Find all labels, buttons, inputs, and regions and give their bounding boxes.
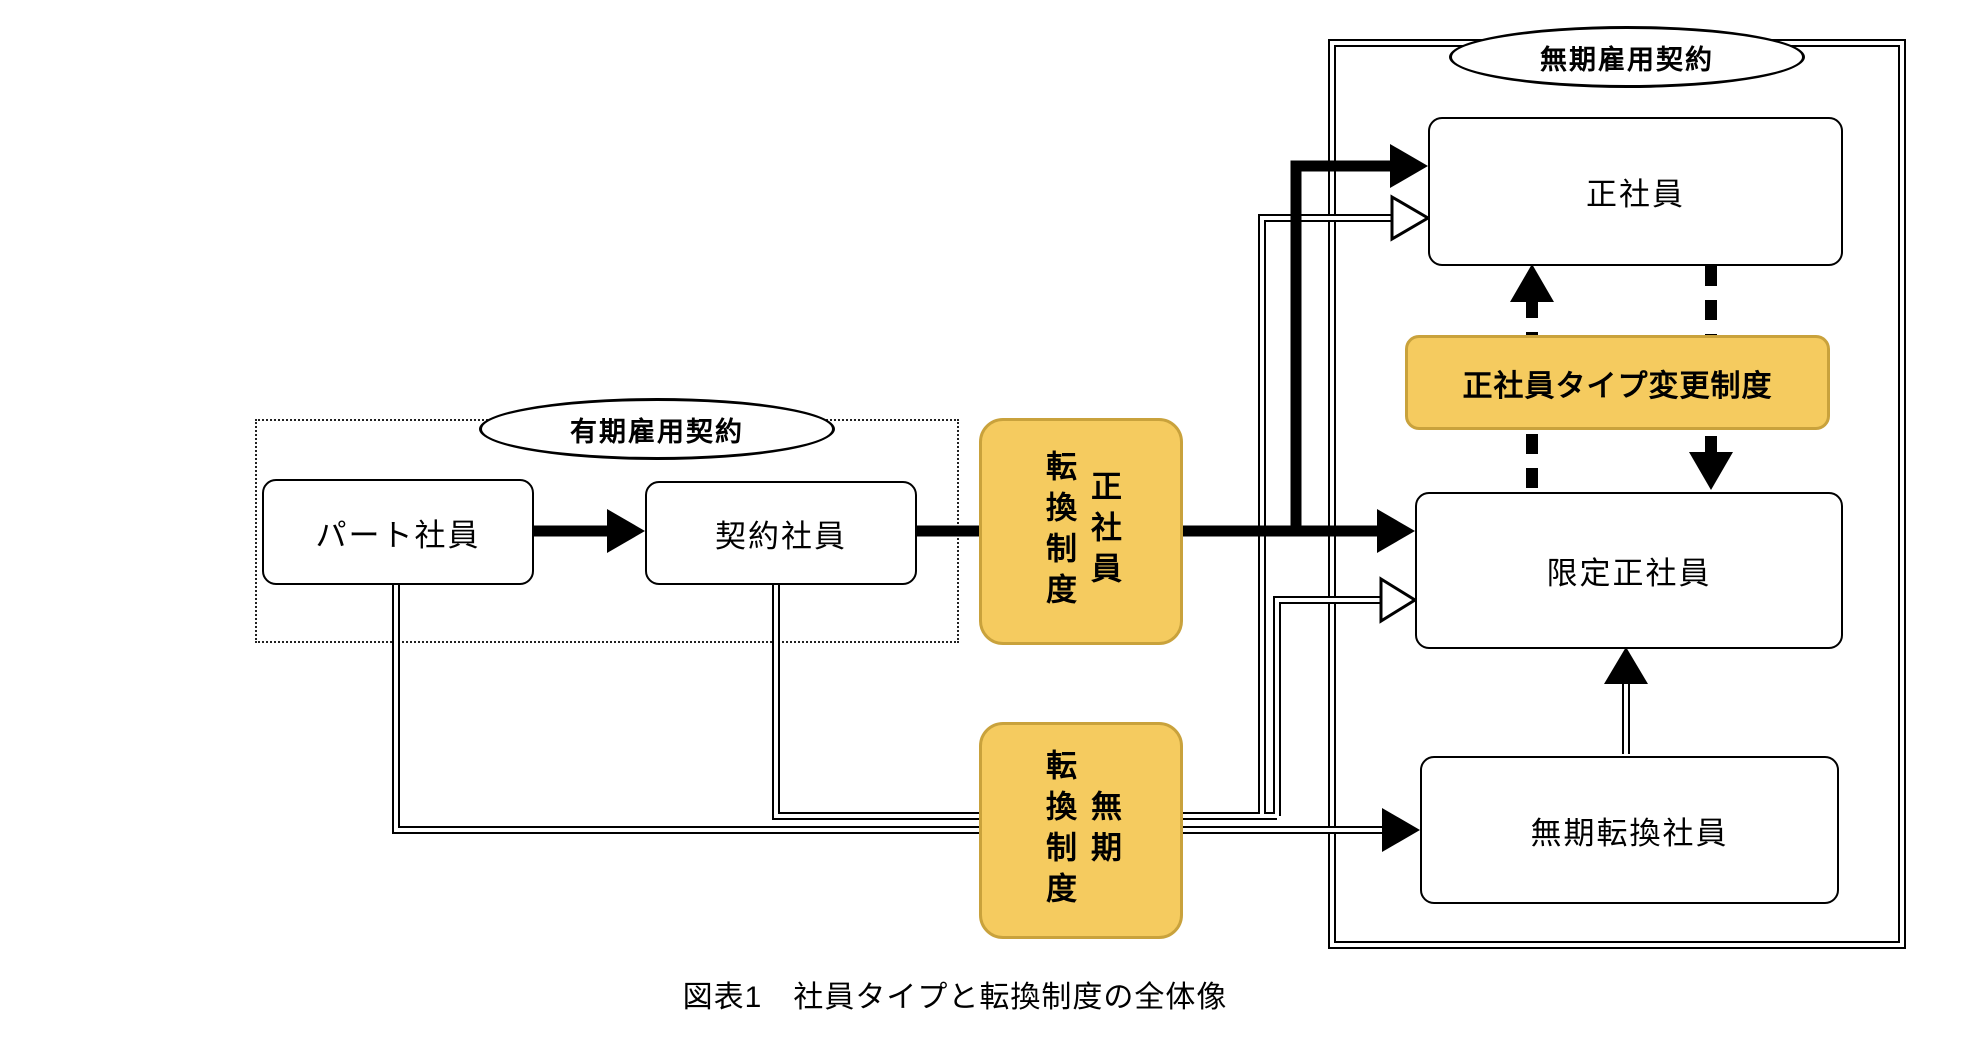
double-line-up-to-limited-inner <box>1275 598 1383 816</box>
node-part-time-employee: パート社員 <box>262 479 534 585</box>
node-regular-label: 正社員 <box>1586 177 1685 212</box>
double-line-up-to-limited <box>1273 596 1383 816</box>
arrowhead-indefinite-to-limited <box>1604 647 1648 684</box>
regular-conversion-system-box: 正社員 転換制度 <box>979 418 1183 645</box>
arrowhead-into-indefinite-conversion <box>1382 808 1420 852</box>
type-change-system-box: 正社員タイプ変更制度 <box>1405 335 1830 430</box>
thick-line-branch-to-regular <box>1290 160 1392 531</box>
arrowhead-into-limited <box>1377 509 1415 553</box>
arrowhead-dashed-up <box>1510 264 1554 302</box>
arrowhead-into-contract <box>607 509 645 553</box>
indefinite-group-label: 無期雇用契約 <box>1449 26 1805 88</box>
indefinite-conversion-system-box: 無期 転換制度 <box>979 722 1183 939</box>
double-line-up-to-regular <box>1258 214 1394 816</box>
regular-conversion-line-2: 転換制度 <box>1041 449 1076 614</box>
open-arrowhead-into-limited <box>1379 576 1418 624</box>
type-change-label: 正社員タイプ変更制度 <box>1462 369 1773 403</box>
node-indefinite-conversion-employee: 無期転換社員 <box>1420 756 1839 904</box>
double-line-part-to-indefinite-conversion-inner <box>394 581 1386 832</box>
indefinite-conversion-line-1: 無期 <box>1086 789 1121 872</box>
double-line-up-to-regular-inner <box>1260 216 1394 816</box>
regular-conversion-line-1: 正社員 <box>1086 470 1121 593</box>
node-indefinite-conversion-label: 無期転換社員 <box>1530 815 1729 851</box>
node-contract-employee: 契約社員 <box>645 481 917 585</box>
fixed-term-group-label: 有期雇用契約 <box>479 398 835 460</box>
arrowhead-into-regular <box>1390 144 1428 188</box>
node-limited-regular-employee: 限定正社員 <box>1415 492 1843 649</box>
indefinite-conversion-line-2: 転換制度 <box>1041 748 1076 913</box>
node-contract-label: 契約社員 <box>715 518 847 554</box>
arrowhead-dashed-down <box>1689 452 1733 490</box>
node-regular-employee: 正社員 <box>1428 117 1843 266</box>
double-line-part-to-indefinite-conversion <box>392 581 1386 834</box>
node-limited-regular-label: 限定正社員 <box>1546 556 1712 591</box>
fixed-term-group-label-text: 有期雇用契約 <box>570 416 744 447</box>
figure-caption: 図表1 社員タイプと転換制度の全体像 <box>682 981 1228 1014</box>
open-arrowhead-into-regular <box>1390 194 1431 242</box>
indefinite-group-label-text: 無期雇用契約 <box>1540 44 1714 75</box>
node-part-time-label: パート社員 <box>315 517 481 553</box>
